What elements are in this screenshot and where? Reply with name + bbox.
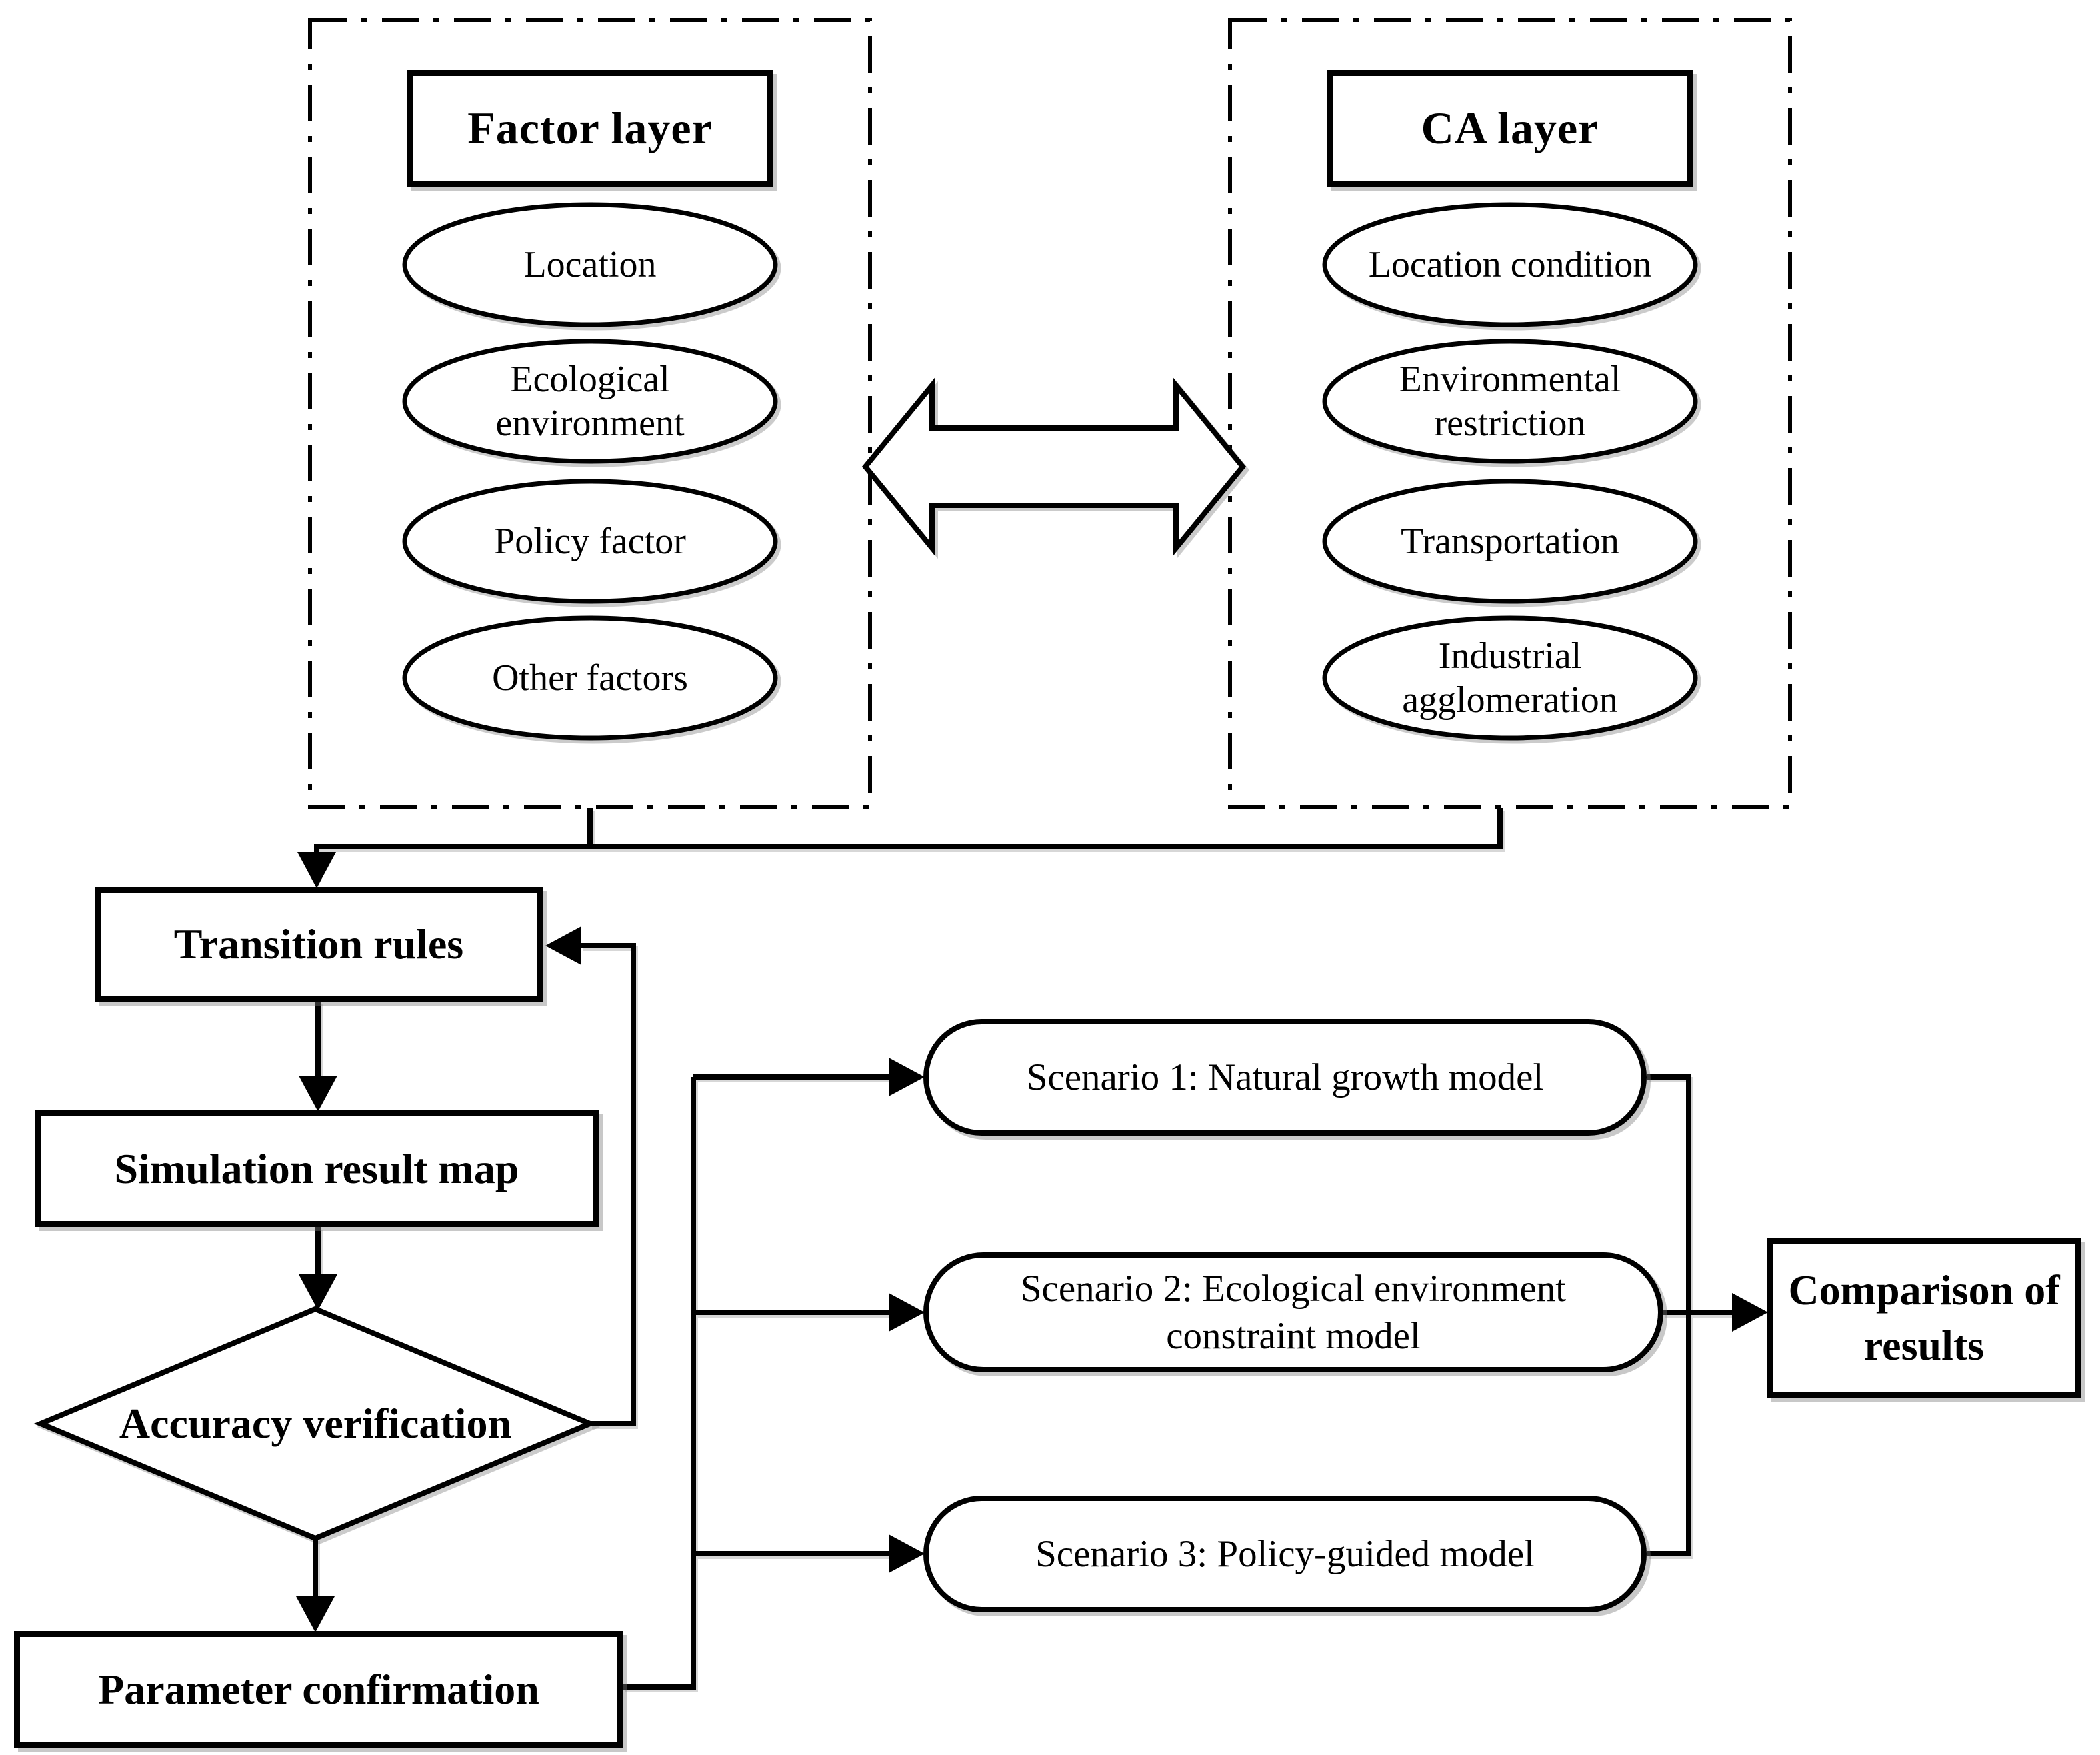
ca-item-transportation: Transportation [1401, 520, 1619, 562]
arrowhead-into-diamond [299, 1274, 337, 1310]
ca-ellipse-industrial-agglomeration [1322, 615, 1698, 741]
arrowhead-into-scenario2 [889, 1293, 925, 1332]
scenario-1-label: Scenario 1: Natural growth model [1026, 1056, 1544, 1098]
arrowhead-into-comparison [1732, 1293, 1768, 1332]
factor-ellipse-other-factors [402, 615, 778, 741]
accuracy-verification-label: Accuracy verification [119, 1400, 512, 1448]
scenario-3-pill: Scenario 3: Policy-guided model [923, 1496, 1647, 1612]
scenario-2-label: Scenario 2: Ecological environment const… [1020, 1267, 1567, 1357]
factor-layer-title: Factor layer [467, 103, 713, 153]
factor-item-ecological-environment: Ecological environment [495, 358, 685, 444]
simulation-result-map-box: Simulation result map [35, 1110, 599, 1227]
parameter-confirmation-box: Parameter confirmation [14, 1631, 623, 1748]
factor-item-other-factors: Other factors [492, 657, 688, 699]
ca-item-environmental-restriction: Environmental restriction [1399, 358, 1621, 444]
arrowhead-into-scenario3 [889, 1534, 925, 1573]
feedback-loop-line [581, 943, 636, 1426]
parameter-confirmation-label: Parameter confirmation [98, 1666, 539, 1713]
factor-layer-title-box: Factor layer [407, 70, 773, 187]
scenario-3-label: Scenario 3: Policy-guided model [1035, 1532, 1535, 1575]
parameter-branch-line [623, 1077, 696, 1690]
scenario-1-pill: Scenario 1: Natural growth model [923, 1019, 1647, 1136]
ca-item-industrial-agglomeration: Industrial agglomeration [1402, 635, 1618, 721]
bidirectional-arrow-icon [861, 377, 1247, 556]
arrowheads [296, 852, 1768, 1632]
comparison-of-results-box: Comparison of results [1767, 1238, 2081, 1398]
arrowhead-into-simulation [299, 1076, 337, 1112]
comparison-of-results-label: Comparison of results [1788, 1266, 2060, 1369]
ca-ellipse-environmental-restriction [1322, 339, 1698, 464]
arrowhead-into-transition-rules [297, 852, 336, 888]
factor-item-policy-factor: Policy factor [494, 520, 686, 562]
layers-to-transition-line [314, 808, 1503, 852]
factor-ellipse-ecological-environment [402, 339, 778, 464]
ca-layer-title: CA layer [1421, 103, 1599, 153]
ca-item-location-condition: Location condition [1368, 243, 1652, 285]
factor-item-location: Location [523, 243, 657, 285]
connector-lines [313, 808, 1732, 1690]
arrowhead-into-parameter [296, 1596, 335, 1632]
arrowhead-into-scenario1 [889, 1058, 925, 1096]
arrowhead-feedback-left [545, 926, 581, 965]
factor-ellipse-policy-factor [402, 479, 778, 604]
ca-layer-container [1228, 18, 1792, 809]
ca-ellipse-transportation [1322, 479, 1698, 604]
factor-ellipse-location [402, 202, 778, 327]
scenario-collector-line [1647, 1074, 1691, 1556]
transition-rules-label: Transition rules [173, 920, 464, 968]
scenario-2-pill: Scenario 2: Ecological environment const… [923, 1252, 1663, 1372]
transition-rules-box: Transition rules [95, 887, 543, 1002]
simulation-result-map-label: Simulation result map [114, 1144, 519, 1192]
ca-layer-title-box: CA layer [1327, 70, 1693, 187]
factor-layer-container [308, 18, 872, 809]
ca-ellipse-location-condition [1322, 202, 1698, 327]
